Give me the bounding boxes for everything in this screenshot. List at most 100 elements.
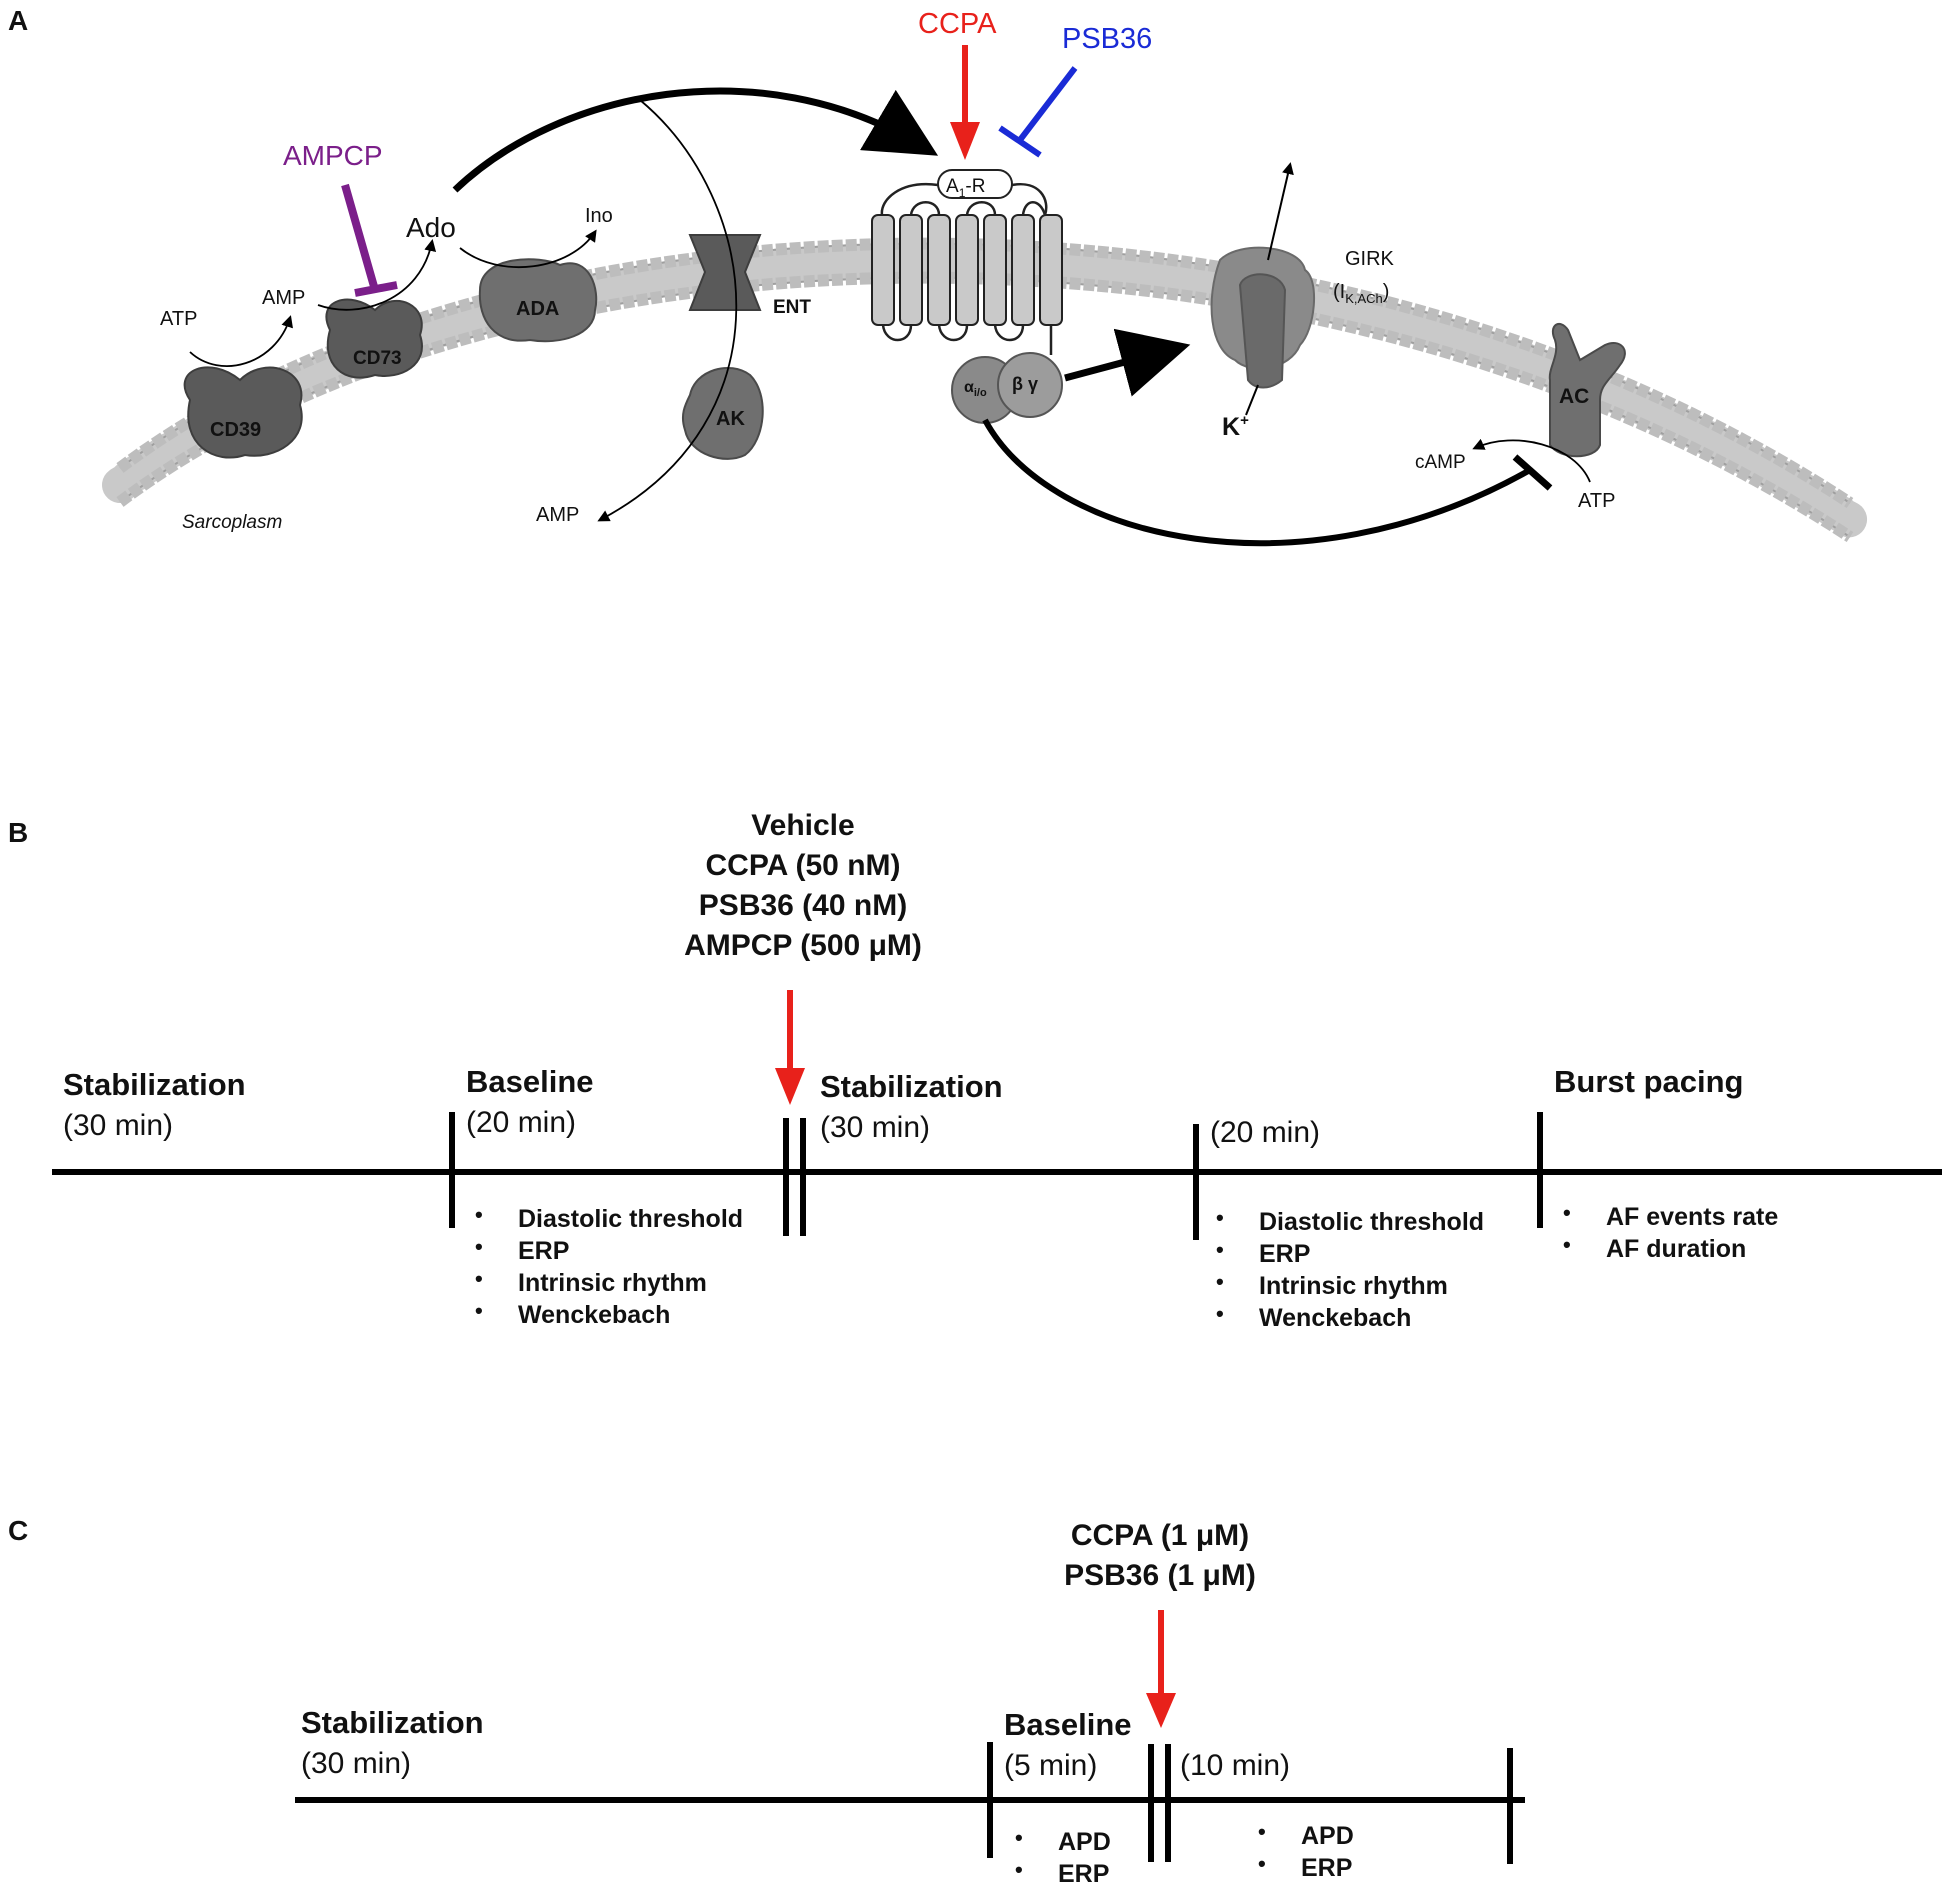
bullet: •: [475, 1234, 483, 1259]
cd39-label: CD39: [210, 419, 261, 441]
b-phase-4-items: • Diastolic threshold • ERP • Intrinsic …: [1216, 1205, 1484, 1332]
atp-label-2: ATP: [1578, 490, 1615, 512]
c-phase-2-duration: (5 min): [1004, 1749, 1097, 1782]
b-phase-5-title: Burst pacing: [1554, 1064, 1743, 1099]
girk-label: GIRK: [1345, 248, 1395, 270]
b-phase-5-items: • AF events rate • AF duration: [1563, 1200, 1778, 1263]
bullet: •: [1216, 1237, 1224, 1262]
b-phase-4-duration: (20 min): [1210, 1116, 1320, 1149]
panel-letter-b: B: [8, 817, 28, 848]
panel-letter-c: C: [8, 1515, 28, 1546]
b-phase-2-item-4: Wenckebach: [518, 1301, 670, 1329]
b-phase-4-item-3: Intrinsic rhythm: [1259, 1272, 1448, 1300]
c-phase-2-item-1: APD: [1058, 1828, 1111, 1856]
ak-enzyme: AK: [681, 366, 764, 460]
b-phase-4-item-1: Diastolic threshold: [1259, 1208, 1484, 1236]
ccpa-drug-label: CCPA: [918, 8, 997, 40]
b-phase-2-duration: (20 min): [466, 1106, 576, 1139]
ada-label: ADA: [516, 298, 559, 320]
camp-label: cAMP: [1415, 452, 1466, 473]
bullet: •: [1258, 1851, 1266, 1876]
panel-a-pathway: CD39 CD73 ADA ENT AK ATP AMP Ado Ino: [102, 8, 1868, 547]
c-phase-3-item-1: APD: [1301, 1822, 1354, 1850]
b-phase-2-items: • Diastolic threshold • ERP • Intrinsic …: [475, 1202, 743, 1329]
b-treatment-3: PSB36 (40 nM): [699, 889, 907, 922]
bullet: •: [1216, 1301, 1224, 1326]
girk-current-label: (IK,ACh): [1333, 281, 1389, 306]
g-to-ac-inhibition: [982, 418, 1532, 547]
panel-c-protocol: CCPA (1 μM) PSB36 (1 μM) Stabilization (…: [295, 1519, 1525, 1888]
c-treatment-2: PSB36 (1 μM): [1064, 1559, 1256, 1592]
receptor-label: A1-R: [946, 176, 985, 200]
b-drug-arrow: [775, 990, 805, 1105]
adenylyl-cyclase: AC: [1548, 322, 1626, 458]
ado-to-receptor-arrow: [452, 87, 939, 193]
bullet: •: [1216, 1269, 1224, 1294]
bullet: •: [1216, 1205, 1224, 1230]
atp-to-camp-arrow: [1472, 438, 1591, 483]
ampcp-drug-label: AMPCP: [283, 140, 383, 171]
c-phase-1-title: Stabilization: [301, 1705, 484, 1740]
k-ion-label: K+: [1222, 412, 1249, 441]
ent-label: ENT: [773, 297, 811, 318]
bullet: •: [475, 1266, 483, 1291]
c-phase-1-duration: (30 min): [301, 1747, 411, 1780]
b-phase-4-item-4: Wenckebach: [1259, 1304, 1411, 1332]
amp-to-ado-arrow: [317, 239, 437, 311]
psb36-drug-label: PSB36: [1062, 23, 1152, 55]
bullet: •: [1563, 1200, 1571, 1225]
ado-label: Ado: [406, 212, 456, 243]
tm-helices: [871, 201, 1063, 355]
g-betagamma-label: β γ: [1012, 374, 1038, 394]
sarcoplasm-label: Sarcoplasm: [182, 512, 282, 533]
g-alpha-label: αi/o: [964, 379, 987, 399]
amp-label-2: AMP: [536, 504, 579, 526]
psb36-inhibition: [998, 66, 1078, 158]
b-phase-5-item-2: AF duration: [1606, 1235, 1746, 1263]
bullet: •: [1015, 1857, 1023, 1882]
ent-ak-pathway-arrow: [597, 99, 738, 522]
atp-to-amp-arrow: [189, 315, 293, 367]
ak-label: AK: [716, 408, 745, 430]
bullet: •: [1015, 1825, 1023, 1850]
panel-b-protocol: Vehicle CCPA (50 nM) PSB36 (40 nM) AMPCP…: [52, 809, 1942, 1332]
ino-label: Ino: [585, 205, 613, 227]
b-phase-3-title: Stabilization: [820, 1069, 1003, 1104]
ent-transporter: ENT: [688, 234, 811, 318]
cd73-enzyme: CD73: [325, 298, 423, 379]
cd39-enzyme: CD39: [183, 366, 303, 459]
bullet: •: [1258, 1819, 1266, 1844]
ada-enzyme: ADA: [478, 258, 598, 343]
ac-label: AC: [1559, 385, 1589, 408]
bullet: •: [475, 1298, 483, 1323]
panel-letter-a: A: [8, 5, 28, 36]
b-phase-1-duration: (30 min): [63, 1109, 173, 1142]
c-phase-2-item-2: ERP: [1058, 1860, 1109, 1888]
b-phase-4-item-2: ERP: [1259, 1240, 1310, 1268]
c-phase-3-items: • APD • ERP: [1258, 1819, 1354, 1882]
b-phase-1-title: Stabilization: [63, 1067, 246, 1102]
cd73-label: CD73: [353, 348, 402, 369]
b-treatment-1: Vehicle: [751, 809, 854, 842]
ccpa-activation-arrow: [950, 45, 980, 160]
c-phase-2-items: • APD • ERP: [1015, 1825, 1111, 1888]
g-to-girk-arrow: [1064, 328, 1191, 397]
b-treatment-4: AMPCP (500 μM): [684, 929, 922, 962]
b-phase-3-duration: (30 min): [820, 1111, 930, 1144]
ampcp-inhibition: [341, 183, 398, 297]
b-phase-2-title: Baseline: [466, 1064, 594, 1099]
b-phase-2-item-1: Diastolic threshold: [518, 1205, 743, 1233]
ado-to-ino-arrow: [459, 229, 597, 268]
bullet: •: [1563, 1232, 1571, 1257]
bullet: •: [475, 1202, 483, 1227]
girk-channel: K+ GIRK (IK,ACh): [1210, 162, 1395, 441]
c-phase-3-duration: (10 min): [1180, 1749, 1290, 1782]
c-drug-arrow: [1146, 1610, 1176, 1728]
c-phase-3-item-2: ERP: [1301, 1854, 1352, 1882]
amp-label-1: AMP: [262, 287, 305, 309]
b-phase-5-item-1: AF events rate: [1606, 1203, 1778, 1231]
b-treatment-2: CCPA (50 nM): [706, 849, 901, 882]
atp-label-1: ATP: [160, 308, 197, 330]
c-treatment-1: CCPA (1 μM): [1071, 1519, 1249, 1552]
